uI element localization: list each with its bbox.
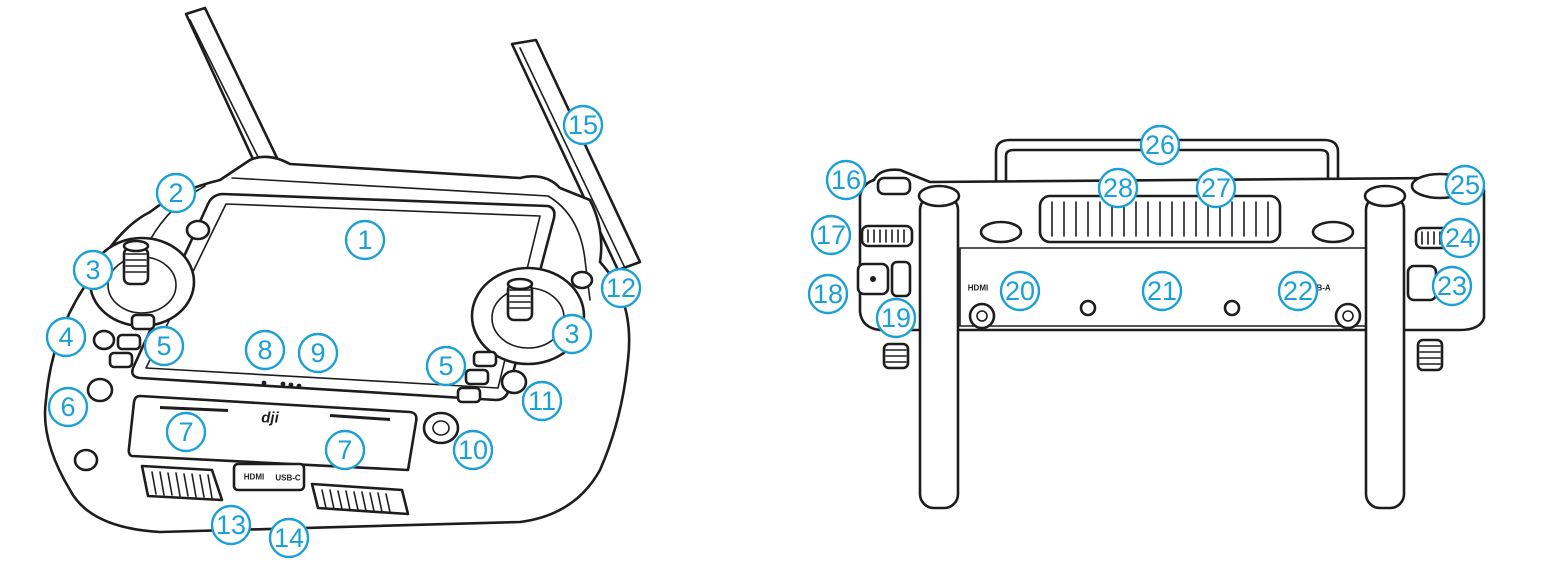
left-antenna [184,6,280,172]
callout-15: 15 [562,104,604,146]
svg-text:3: 3 [85,255,100,285]
back-view: HDMI USB-A [856,138,1486,510]
callout-20: 20 [999,270,1041,312]
callout-24: 24 [1439,217,1481,259]
callout-7a: 7 [165,411,207,453]
callout-19: 19 [875,297,917,339]
front-grips [73,448,410,516]
svg-text:28: 28 [1103,173,1133,203]
svg-text:19: 19 [881,303,911,333]
callout-25: 25 [1444,164,1486,206]
callout-5a: 5 [143,325,185,367]
svg-text:25: 25 [1450,170,1480,200]
svg-text:7: 7 [337,435,352,465]
usbc-port-label: USB-C [275,474,301,483]
callout-13: 13 [210,504,252,546]
callout-2: 2 [155,172,197,214]
front-ports[interactable]: HDMI USB-C [232,462,306,492]
svg-text:10: 10 [458,435,488,465]
status-leds [261,380,302,389]
svg-text:1: 1 [357,225,372,255]
callout-6: 6 [47,386,89,428]
left-control-stick[interactable] [88,236,196,328]
svg-text:5: 5 [156,331,171,361]
svg-text:2: 2 [168,178,183,208]
svg-text:26: 26 [1145,130,1175,160]
callout-1: 1 [344,219,386,261]
svg-text:7: 7 [178,417,193,447]
callout-11: 11 [521,380,563,422]
svg-text:8: 8 [257,335,272,365]
svg-text:5: 5 [438,351,453,381]
callout-22: 22 [1277,270,1319,312]
callout-8: 8 [244,329,286,371]
callout-17: 17 [810,214,852,256]
svg-text:3: 3 [564,319,579,349]
power-button[interactable] [422,411,460,445]
svg-text:12: 12 [606,273,636,303]
callout-4: 4 [45,316,87,358]
svg-text:4: 4 [58,322,73,352]
callouts: 1 2 3 3 4 5 5 6 7 7 8 9 10 11 12 13 14 1… [45,104,1486,559]
callout-14: 14 [268,517,310,559]
svg-text:20: 20 [1005,276,1035,306]
svg-text:11: 11 [528,386,556,416]
callout-12: 12 [600,267,642,309]
rear-antennas [917,184,1407,510]
callout-23: 23 [1431,265,1473,307]
callout-3b: 3 [551,313,593,355]
svg-text:13: 13 [216,510,246,540]
hdmi-port-label: HDMI [244,473,264,482]
svg-text:15: 15 [568,110,598,140]
right-antenna [510,38,642,272]
callout-26: 26 [1139,124,1181,166]
callout-9: 9 [297,332,339,374]
svg-text:6: 6 [60,392,75,422]
svg-text:9: 9 [310,338,325,368]
callout-10: 10 [452,429,494,471]
callout-28: 28 [1097,167,1139,209]
svg-text:24: 24 [1445,223,1475,253]
svg-text:14: 14 [274,523,304,553]
svg-text:17: 17 [816,220,846,250]
svg-text:18: 18 [813,279,843,309]
callout-3a: 3 [72,249,114,291]
right-button-cluster[interactable] [456,270,594,404]
air-vent [1038,194,1282,244]
svg-text:27: 27 [1201,173,1231,203]
callout-27: 27 [1195,167,1237,209]
svg-text:16: 16 [831,165,861,195]
svg-text:23: 23 [1437,271,1467,301]
callout-18: 18 [807,273,849,315]
rear-usba-label: USB-A [1305,284,1331,293]
svg-text:21: 21 [1147,276,1177,306]
callout-7b: 7 [324,429,366,471]
brand-logo: dji [261,410,279,427]
svg-text:22: 22 [1283,276,1313,306]
rear-left-controls[interactable] [856,176,914,298]
callout-5b: 5 [425,345,467,387]
rear-hdmi-label: HDMI [968,284,988,293]
callout-21: 21 [1141,270,1183,312]
left-button-cluster[interactable] [86,219,211,403]
callout-16: 16 [825,159,867,201]
mount-screws [968,299,1362,330]
rear-stick-tips [882,338,1444,372]
